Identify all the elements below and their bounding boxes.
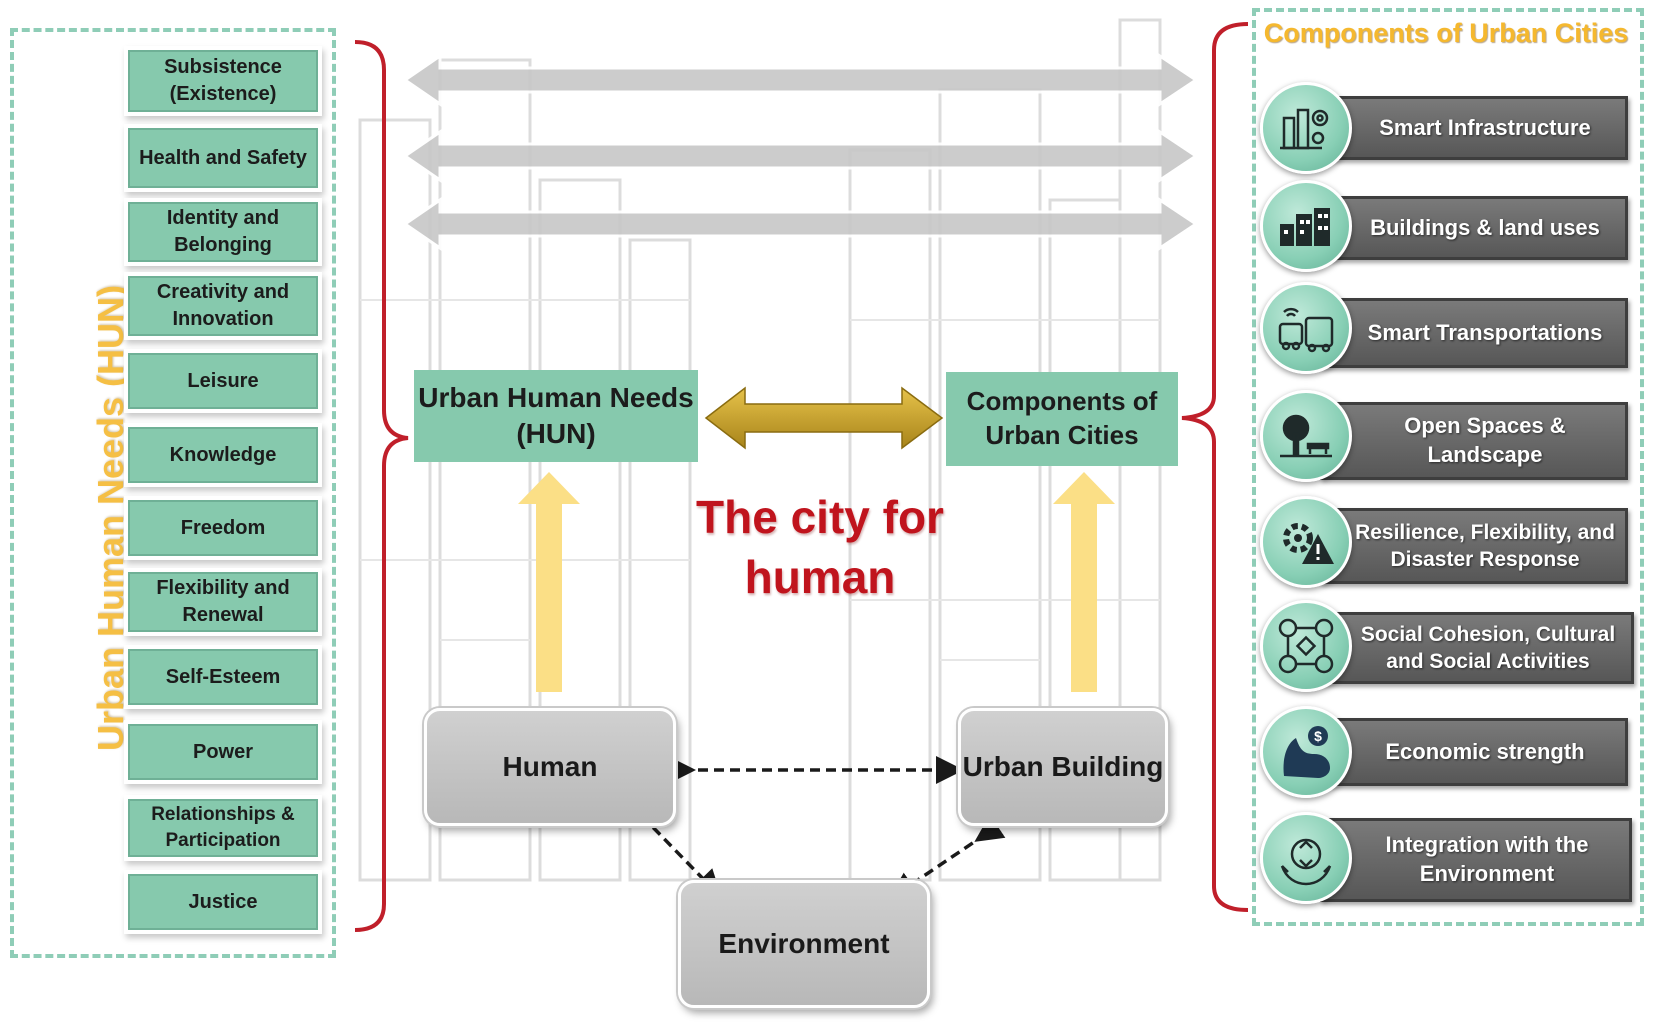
need-flexibility-renewal: Flexibility and Renewal [128,572,318,632]
resilience-warning-icon [1260,496,1352,588]
park-icon [1260,390,1352,482]
components-center-box: Components of Urban Cities [946,372,1178,466]
human-environment-connector [622,796,722,899]
component-open-spaces-landscape: Open Spaces & Landscape [1320,402,1628,480]
gray-double-arrow-3 [402,197,1199,251]
svg-text:$: $ [1314,728,1322,744]
right-yellow-up-arrow [1053,472,1115,692]
need-creativity-innovation: Creativity and Innovation [128,276,318,336]
environment-recycle-icon [1260,812,1352,904]
need-knowledge: Knowledge [128,427,318,483]
components-panel-title: Components of Urban Cities [1263,18,1629,48]
node-environment: Environment [678,880,930,1008]
left-red-bracket [354,40,409,932]
urban-components-panel [1252,8,1644,926]
node-human: Human [424,708,676,826]
component-social-cohesion: Social Cohesion, Cultural and Social Act… [1320,612,1634,684]
hun-center-box: Urban Human Needs (HUN) [414,370,698,462]
need-health-safety: Health and Safety [128,128,318,188]
left-yellow-up-arrow [518,472,580,692]
buildings-icon [1260,180,1352,272]
need-relationships-participation: Relationships & Participation [128,799,318,857]
component-economic-strength: Economic strength [1320,718,1628,786]
need-power: Power [128,724,318,780]
city-for-human-title: The city for human [696,491,944,603]
gray-double-arrow-1 [402,53,1199,107]
component-smart-transportations: Smart Transportations [1320,298,1628,368]
urban-human-needs-panel [10,28,336,958]
economic-strength-icon: $ [1260,706,1352,798]
component-buildings-land-uses: Buildings & land uses [1320,196,1628,260]
need-justice: Justice [128,874,318,930]
need-identity-belonging: Identity and Belonging [128,202,318,262]
node-urban-building: Urban Building [958,708,1168,826]
need-freedom: Freedom [128,500,318,556]
need-leisure: Leisure [128,353,318,409]
right-red-bracket [1181,22,1249,912]
gray-double-arrow-2 [402,129,1199,183]
need-self-esteem: Self-Esteem [128,649,318,705]
component-integration-environment: Integration with the Environment [1320,818,1632,902]
infrastructure-icon [1260,82,1352,174]
transport-icon [1260,282,1352,374]
social-network-icon [1260,600,1352,692]
component-resilience: Resilience, Flexibility, and Disaster Re… [1320,508,1628,584]
component-smart-infrastructure: Smart Infrastructure [1320,96,1628,160]
need-subsistence: Subsistence (Existence) [128,50,318,112]
gold-double-arrow [704,386,944,450]
